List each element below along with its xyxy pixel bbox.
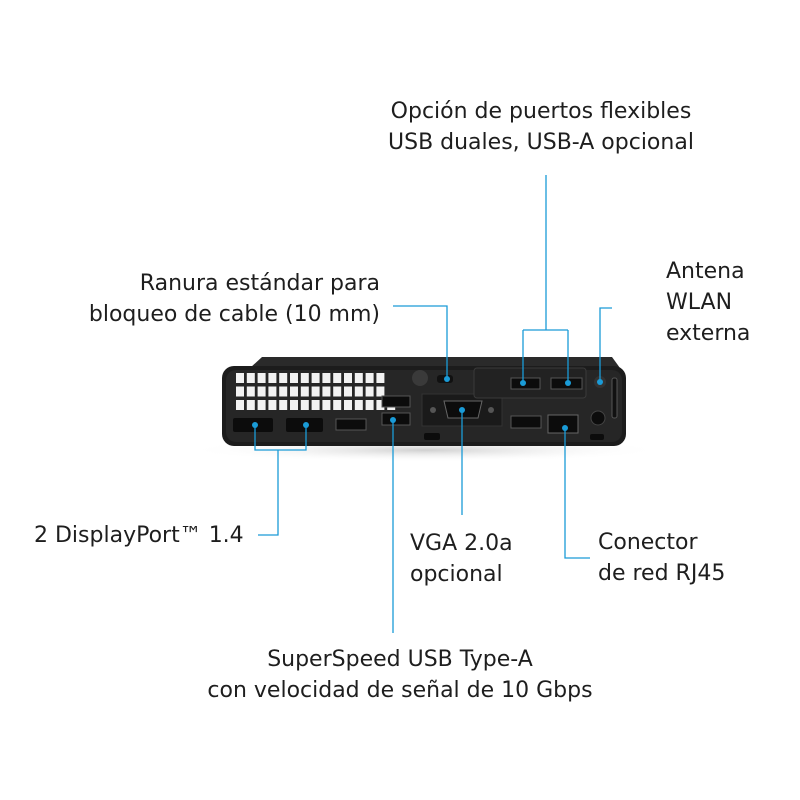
label-line: SuperSpeed USB Type-A [267, 647, 533, 672]
vent-hole [290, 373, 298, 383]
vent-hole [246, 373, 255, 383]
vent-hole [236, 373, 244, 383]
vent-hole [257, 386, 266, 397]
chassis-top [250, 357, 620, 368]
label-line: con velocidad de señal de 10 Gbps [207, 678, 593, 703]
label-line: WLAN [666, 290, 733, 315]
label-line: bloqueo de cable (10 mm) [88, 302, 380, 327]
label-line: VGA 2.0a [410, 531, 513, 556]
vent-hole [300, 373, 309, 383]
vent-hole [311, 400, 320, 410]
vent-hole [268, 400, 277, 410]
vent-hole [376, 373, 385, 383]
vent-hole [290, 386, 298, 397]
vent-hole [344, 400, 352, 410]
vent-hole [322, 386, 331, 397]
vent-hole [311, 386, 320, 397]
vent-hole [333, 386, 342, 397]
vent-hole [354, 400, 363, 410]
callout-cable-lock: Ranura estándar para bloqueo de cable (1… [89, 268, 380, 330]
usb-port [335, 418, 367, 431]
vent-hole [354, 386, 363, 397]
vent-hole [236, 400, 244, 410]
vent-hole [322, 373, 331, 383]
callout-rj45: Conector de red RJ45 [598, 527, 725, 589]
vent-hole [246, 386, 255, 397]
vent-hole [257, 373, 266, 383]
vent-hole [344, 386, 352, 397]
vent-hole [376, 400, 385, 410]
callout-flex-ports: Opción de puertos flexibles USB duales, … [388, 96, 694, 158]
label-line: Opción de puertos flexibles [390, 99, 692, 124]
vent-hole [365, 373, 374, 383]
usb-port [381, 395, 411, 408]
vent-hole [268, 386, 277, 397]
label-line: 2 DisplayPort™ 1.4 [34, 523, 244, 548]
label-line: Ranura estándar para [139, 271, 380, 296]
vent-hole [365, 400, 374, 410]
vent-hole [268, 373, 277, 383]
vent-hole [365, 386, 374, 397]
vent-hole [322, 400, 331, 410]
label-line: USB duales, USB-A opcional [388, 130, 694, 155]
label-line: opcional [410, 562, 503, 587]
vent-hole [344, 373, 352, 383]
vent-hole [246, 400, 255, 410]
usb-port [381, 412, 411, 426]
vent-hole [333, 400, 342, 410]
thumb-screw [412, 370, 428, 386]
vent-hole [300, 400, 309, 410]
callout-antenna: Antena WLAN externa [666, 256, 750, 349]
vent-hole [354, 373, 363, 383]
vent-hole [236, 386, 244, 397]
vent-hole [300, 386, 309, 397]
vent-hole [279, 400, 288, 410]
vent-hole [333, 373, 342, 383]
label-line: de red RJ45 [598, 561, 726, 586]
callout-displayport: 2 DisplayPort™ 1.4 [34, 520, 244, 551]
rj45-port [547, 414, 579, 434]
usb-port [510, 415, 542, 429]
label-line: Antena [666, 259, 745, 284]
vent-hole [279, 373, 288, 383]
vent-hole [311, 373, 320, 383]
label-line: externa [666, 321, 751, 346]
vent-hole [376, 386, 385, 397]
vent-hole [257, 400, 266, 410]
power-jack [590, 410, 606, 426]
callout-lines [254, 175, 612, 633]
vent-grill [236, 373, 396, 410]
label-line: Conector [598, 530, 698, 555]
callout-usb-superspeed: SuperSpeed USB Type-A con velocidad de s… [150, 644, 650, 706]
callout-dots [252, 376, 603, 431]
vent-hole [290, 400, 298, 410]
callout-vga: VGA 2.0a opcional [410, 528, 513, 590]
vent-hole [279, 386, 288, 397]
kensington-slot [424, 433, 440, 440]
